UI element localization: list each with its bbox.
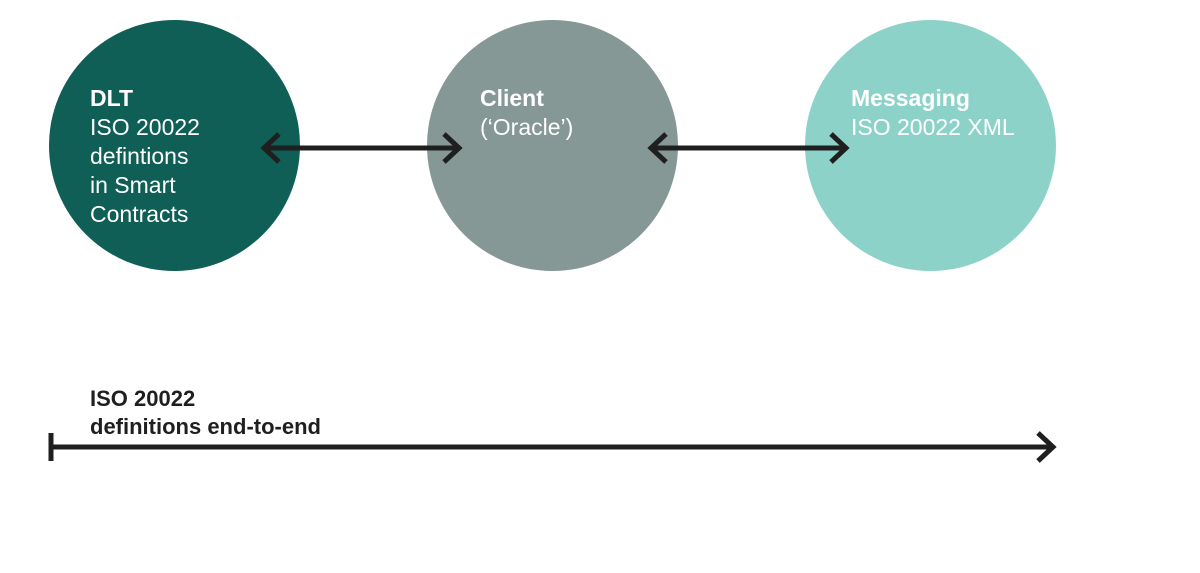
timeline-arrowhead [1036, 431, 1057, 463]
end-to-end-label: ISO 20022 definitions end-to-end [90, 386, 321, 439]
messaging-node-title: Messaging [851, 85, 970, 111]
client-messaging-arrowhead-left [647, 132, 668, 164]
dlt-client-arrowhead-right [442, 132, 463, 164]
client-node-text: Client (‘Oracle’) [480, 84, 573, 142]
dlt-node-circle [49, 20, 300, 271]
client-messaging-arrowhead-right [829, 132, 850, 164]
dlt-client-arrowhead-left [260, 132, 281, 164]
client-messaging-bidirectional-arrow [647, 132, 850, 164]
client-node-circle [427, 20, 678, 271]
messaging-node-text: Messaging ISO 20022 XML [851, 84, 1015, 142]
dlt-node-title: DLT [90, 85, 134, 111]
client-node-title: Client [480, 85, 544, 111]
dlt-node-text: DLT ISO 20022 defintions in Smart Contra… [90, 84, 200, 229]
dlt-node-body: ISO 20022 defintions in Smart Contracts [90, 114, 200, 227]
messaging-node-body: ISO 20022 XML [851, 114, 1015, 140]
client-node-body: (‘Oracle’) [480, 114, 574, 140]
end-to-end-timeline-arrow [48, 431, 1057, 463]
dlt-client-bidirectional-arrow [260, 132, 463, 164]
